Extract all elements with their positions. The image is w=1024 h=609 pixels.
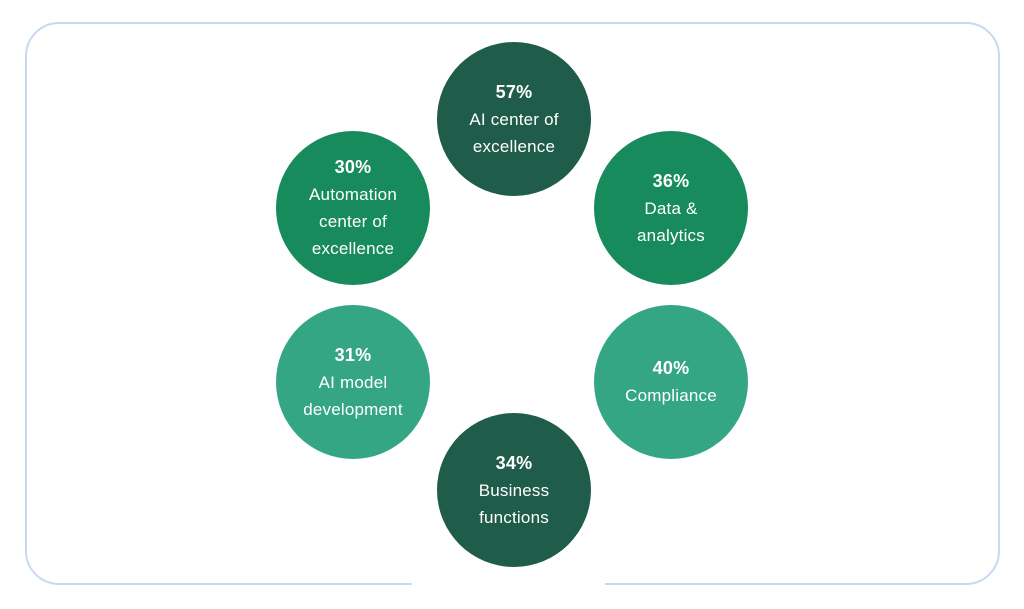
bubble-ai-model-development: 31% AI model development [276,305,430,459]
bubble-label: Automation center of excellence [309,185,397,258]
bubble-label: AI center of excellence [469,109,559,156]
bubble-label: Compliance [625,386,717,405]
bubble-label: Business functions [478,480,550,527]
bubble-value: 31% [334,344,372,365]
bubble-business-functions: 34% Business functions [437,413,591,567]
bubble-label: AI model development [303,372,403,419]
bubble-value: 30% [334,157,372,177]
bubble-value: 57% [495,81,533,102]
bubble-ai-center-of-excellence: 57% AI center of excellence [437,42,591,196]
bubble-compliance: 40% Compliance [594,305,748,459]
bubble-value: 40% [652,358,690,378]
bubble-value: 36% [652,170,690,191]
bubble-automation-center-of-excellence: 30% Automation center of excellence [276,131,430,285]
bubble-data-analytics: 36% Data & analytics [594,131,748,285]
bottom-border-mask [412,572,605,598]
bubble-label: Data & analytics [637,198,705,245]
bubble-value: 34% [495,452,533,473]
